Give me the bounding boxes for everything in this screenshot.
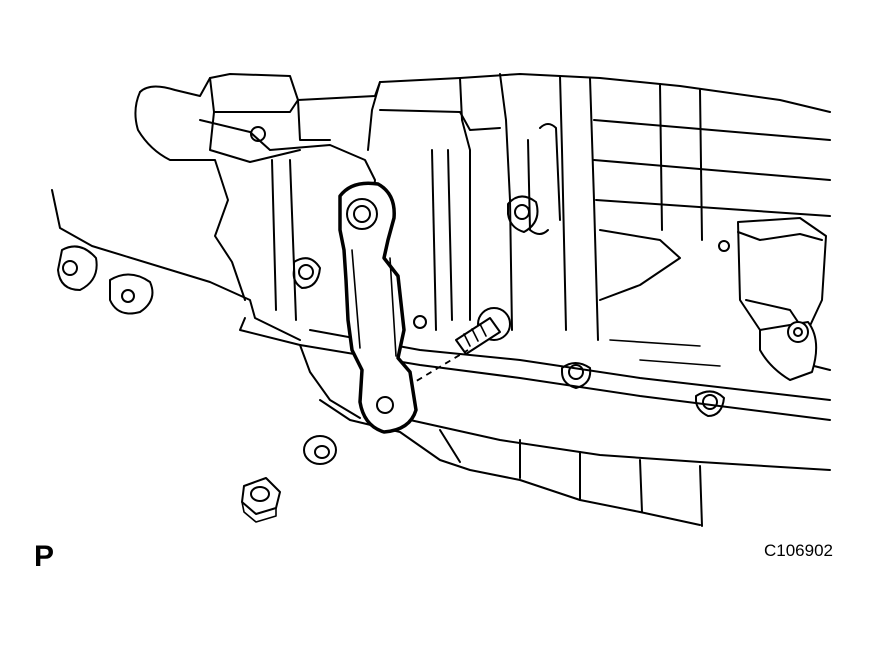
manual-valve-lever xyxy=(338,181,418,434)
manual-valve-shaft xyxy=(455,307,511,355)
figure-code: C106902 xyxy=(764,541,834,560)
view-label: P xyxy=(34,540,55,573)
nut xyxy=(241,477,281,523)
washer xyxy=(303,435,337,465)
neutral-start-switch xyxy=(737,217,827,381)
transmission-case xyxy=(51,73,831,527)
